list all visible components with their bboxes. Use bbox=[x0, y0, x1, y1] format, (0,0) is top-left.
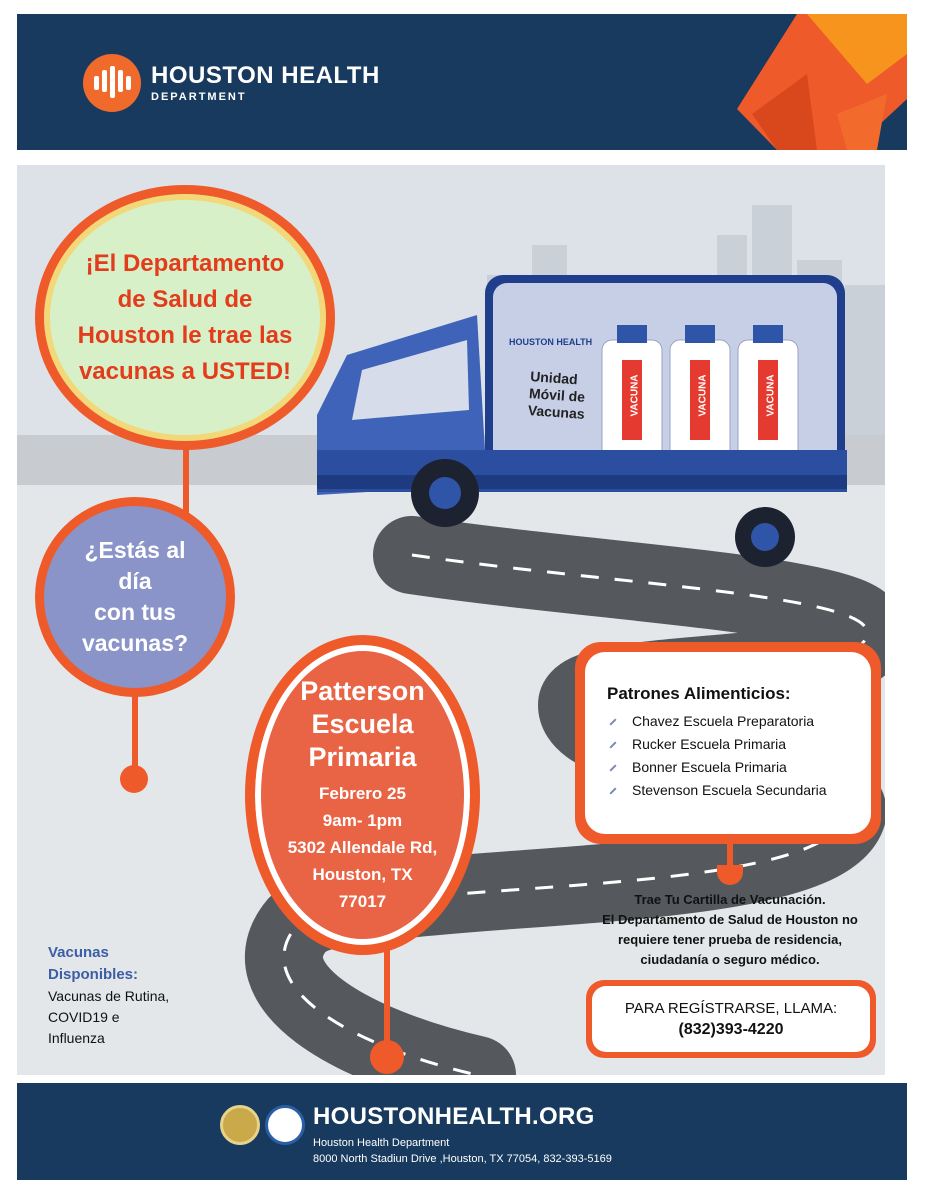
connector-dot bbox=[370, 1040, 404, 1074]
syringe-icon bbox=[609, 786, 617, 795]
feeder-title: Patrones Alimenticios: bbox=[607, 684, 791, 703]
question-bubble: ¿Estás al día con tus vacunas? bbox=[35, 497, 235, 697]
event-name: Escuela bbox=[311, 709, 414, 739]
question-line: día bbox=[118, 568, 152, 594]
event-address: 5302 Allendale Rd, bbox=[287, 838, 438, 857]
event-date: Febrero 25 bbox=[319, 784, 406, 803]
headline-line: vacunas a USTED! bbox=[78, 357, 292, 385]
footer-address: 8000 North Stadiun Drive ,Houston, TX 77… bbox=[313, 1153, 612, 1165]
syringe-icon bbox=[609, 763, 617, 772]
event-time: 9am- 1pm bbox=[322, 811, 403, 830]
event-details: Febrero 25 9am- 1pm 5302 Allendale Rd, H… bbox=[288, 780, 438, 915]
list-item: Bonner Escuela Primaria bbox=[607, 756, 871, 779]
connector-line bbox=[132, 695, 138, 775]
city-seal-icon bbox=[220, 1105, 260, 1145]
logo-icon bbox=[83, 54, 141, 112]
footer-org: Houston Health Department bbox=[313, 1137, 450, 1149]
list-item: Stevenson Escuela Secundaria bbox=[607, 779, 871, 802]
vaccines-available: Vacunas Disponibles: Vacunas de Rutina, … bbox=[48, 942, 228, 1049]
syringe-icon bbox=[609, 717, 617, 726]
event-address: Houston, TX bbox=[312, 865, 413, 884]
headline-line: de Salud de bbox=[117, 285, 253, 313]
connector-line bbox=[727, 840, 733, 874]
register-phone[interactable]: (832)393-4220 bbox=[678, 1020, 784, 1038]
vial-label: VACUNA bbox=[697, 374, 709, 417]
list-item: Chavez Escuela Preparatoria bbox=[607, 710, 871, 733]
website-link[interactable]: HOUSTONHEALTH.ORG bbox=[313, 1103, 595, 1130]
connector-dot bbox=[120, 765, 148, 793]
headline-bubble: ¡El Departamento de Salud de Houston le … bbox=[35, 185, 335, 450]
accreditation-seal-icon bbox=[265, 1105, 305, 1145]
truck-brand: HOUSTON HEALTH bbox=[509, 337, 593, 347]
vial-label: VACUNA bbox=[765, 374, 777, 417]
vaccines-heading: Vacunas bbox=[48, 944, 109, 961]
feeder-schools-panel: Patrones Alimenticios: Chavez Escuela Pr… bbox=[575, 642, 881, 844]
event-name: Patterson bbox=[300, 676, 425, 706]
headline-line: Houston le trae las bbox=[77, 321, 293, 349]
connector-dot bbox=[717, 865, 743, 885]
header-decoration bbox=[737, 14, 907, 150]
event-name: Primaria bbox=[308, 742, 417, 772]
event-address: 77017 bbox=[338, 892, 387, 911]
syringe-icon bbox=[609, 740, 617, 749]
headline-line: ¡El Departamento bbox=[85, 249, 285, 277]
list-item: Rucker Escuela Primaria bbox=[607, 733, 871, 756]
connector-line bbox=[384, 945, 390, 1045]
truck-label: Unidad Móvil de Vacunas bbox=[527, 368, 586, 422]
register-label: PARA REGÍSTRARSE, LLAMA: bbox=[624, 999, 838, 1017]
footer-banner: HOUSTONHEALTH.ORG Houston Health Departm… bbox=[17, 1083, 907, 1180]
event-bubble: Patterson Escuela Primaria Febrero 25 9a… bbox=[245, 635, 480, 955]
vaccines-heading: Disponibles: bbox=[48, 966, 139, 983]
register-box: PARA REGÍSTRARSE, LLAMA: (832)393-4220 bbox=[586, 980, 876, 1058]
requirements-note: Trae Tu Cartilla de Vacunación. El Depar… bbox=[602, 892, 858, 967]
question-line: con tus bbox=[94, 599, 176, 625]
vial-label: VACUNA bbox=[629, 374, 641, 417]
question-line: ¿Estás al bbox=[84, 537, 186, 563]
question-line: vacunas? bbox=[81, 630, 189, 656]
header-banner: HOUSTON HEALTH DEPARTMENT bbox=[17, 14, 907, 150]
brand-name: HOUSTON HEALTH bbox=[151, 62, 380, 89]
brand-subtitle: DEPARTMENT bbox=[151, 91, 247, 103]
